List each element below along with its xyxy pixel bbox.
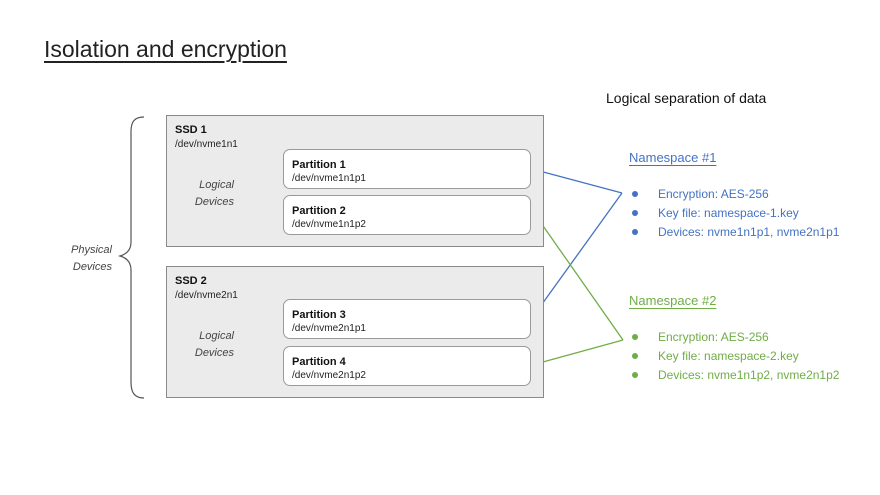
ns2-arrow-partition-4 — [531, 339, 624, 368]
partition-path: /dev/nvme1n1p1 — [292, 173, 366, 184]
list-item: Encryption: AES-256 — [625, 186, 839, 205]
bullet-icon — [632, 353, 638, 359]
partition-path: /dev/nvme1n1p2 — [292, 219, 366, 230]
namespace-2-encryption: Encryption: AES-256 — [658, 330, 769, 344]
list-item: Encryption: AES-256 — [625, 329, 839, 348]
ssd-box-2: SSD 2 /dev/nvme2n1 Logical Devices Parti… — [166, 266, 544, 398]
namespace-2-panel: Namespace #2 Encryption: AES-256 Key fil… — [629, 293, 839, 386]
ns1-arrow-partition-1 — [531, 166, 623, 194]
list-item: Devices: nvme1n1p1, nvme2n1p1 — [625, 224, 839, 243]
partition-name: Partition 3 — [292, 309, 346, 321]
namespace-2-devices: Devices: nvme1n1p2, nvme2n1p2 — [658, 368, 840, 382]
partition-2: Partition 2 /dev/nvme1n1p2 — [283, 195, 531, 235]
list-item: Devices: nvme1n1p2, nvme2n1p2 — [625, 367, 839, 386]
logical-devices-label: Logical Devices — [194, 330, 234, 359]
bullet-icon — [632, 334, 638, 340]
namespace-1-key-file: Key file: namespace-1.key — [658, 206, 799, 220]
bullet-icon — [632, 229, 638, 235]
partition-name: Partition 4 — [292, 356, 346, 368]
ssd-name: SSD 1 — [175, 124, 207, 136]
page-title: Isolation and encryption — [44, 36, 287, 62]
namespace-2-list: Encryption: AES-256 Key file: namespace-… — [625, 329, 839, 386]
logical-devices-label: Logical Devices — [194, 179, 234, 208]
list-item: Key file: namespace-2.key — [625, 348, 839, 367]
namespace-1-title: Namespace #1 — [629, 150, 717, 165]
ns2-arrow-partition-2 — [533, 212, 624, 341]
partition-path: /dev/nvme2n1p2 — [292, 370, 366, 381]
namespace-2-title: Namespace #2 — [629, 293, 717, 308]
partition-3: Partition 3 /dev/nvme2n1p1 — [283, 299, 531, 339]
ssd-path: /dev/nvme1n1 — [175, 139, 238, 150]
namespace-1-encryption: Encryption: AES-256 — [658, 187, 769, 201]
physical-devices-label: Physical Devices — [71, 244, 112, 273]
partition-1: Partition 1 /dev/nvme1n1p1 — [283, 149, 531, 189]
list-item: Key file: namespace-1.key — [625, 205, 839, 224]
ssd-path: /dev/nvme2n1 — [175, 290, 238, 301]
ssd-box-1: SSD 1 /dev/nvme1n1 Logical Devices Parti… — [166, 115, 544, 247]
bullet-icon — [632, 191, 638, 197]
partition-name: Partition 1 — [292, 159, 346, 171]
partition-path: /dev/nvme2n1p1 — [292, 323, 366, 334]
ssd-name: SSD 2 — [175, 275, 207, 287]
namespace-1-devices: Devices: nvme1n1p1, nvme2n1p1 — [658, 225, 840, 239]
namespace-1-list: Encryption: AES-256 Key file: namespace-… — [625, 186, 839, 243]
ns1-arrow-partition-3 — [531, 192, 623, 319]
namespace-2-key-file: Key file: namespace-2.key — [658, 349, 799, 363]
bullet-icon — [632, 372, 638, 378]
diagram-subtitle: Logical separation of data — [606, 90, 767, 106]
namespace-1-panel: Namespace #1 Encryption: AES-256 Key fil… — [629, 150, 839, 243]
bullet-icon — [632, 210, 638, 216]
partition-name: Partition 2 — [292, 205, 346, 217]
physical-devices-brace — [117, 116, 145, 399]
partition-4: Partition 4 /dev/nvme2n1p2 — [283, 346, 531, 386]
